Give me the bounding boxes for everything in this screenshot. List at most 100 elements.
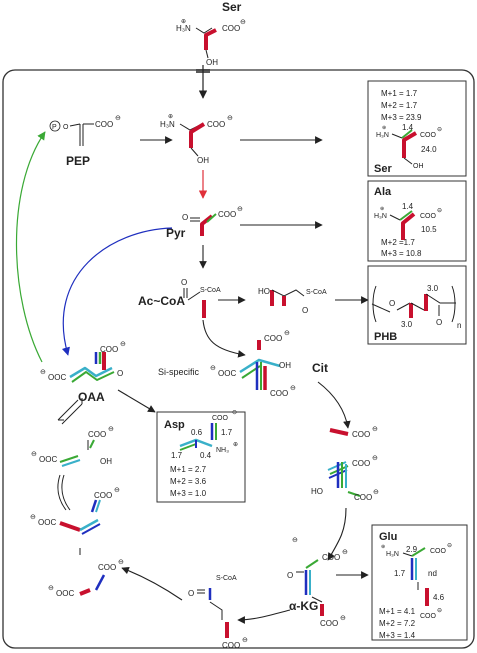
svg-text:OH: OH <box>206 58 218 67</box>
svg-text:OOC: OOC <box>56 589 74 598</box>
svg-text:O: O <box>181 278 187 287</box>
svg-text:COO: COO <box>430 548 447 555</box>
asp-box <box>156 411 246 503</box>
succinyl-coa-molecule: O S-CoA COO ⊖ <box>188 575 248 650</box>
svg-text:⊖: ⊖ <box>340 615 346 622</box>
svg-text:COO: COO <box>88 430 106 439</box>
svg-text:⊖: ⊖ <box>210 365 216 372</box>
ser-box-molecule: ⊕ H₃N COO ⊖ OH <box>376 125 442 170</box>
svg-text:COO: COO <box>420 213 437 220</box>
svg-text:⊖: ⊖ <box>242 637 248 644</box>
svg-text:COO: COO <box>218 210 236 219</box>
ala-box-title: Ala <box>374 186 392 198</box>
asp-c1: 0.6 <box>191 428 203 437</box>
label-si-specific: Si-specific <box>158 367 200 377</box>
ser-m1: M+1 = 1.7 <box>381 89 418 98</box>
oaa-to-pep-arrow <box>15 131 46 363</box>
svg-text:⊖: ⊖ <box>292 537 298 544</box>
svg-text:⊖: ⊖ <box>290 385 296 392</box>
asp-m1: M+1 = 2.7 <box>170 465 207 474</box>
svg-text:H₃N: H₃N <box>376 132 389 139</box>
label-akg: α-KG <box>289 599 318 613</box>
malate-molecule-lower: ⊖ OOC COO ⊖ <box>30 487 120 535</box>
acetoacetyl-molecule: HO O S-CoA <box>258 287 327 315</box>
glu-c3: nd <box>428 569 437 578</box>
ser-internal-molecule: ⊕ H₃N COO ⊖ OH <box>160 114 233 165</box>
pyr-molecule: O COO ⊖ <box>182 206 243 236</box>
ala-box <box>367 180 467 262</box>
svg-text:OOC: OOC <box>39 455 57 464</box>
ser-m3: M+3 = 23.9 <box>381 113 422 122</box>
malate-molecule-upper: ⊖ OOC COO ⊖ OH <box>31 426 114 467</box>
glu-m1: M+1 = 4.1 <box>379 607 416 616</box>
icit-to-akg-arrow <box>327 507 347 561</box>
svg-text:⊖: ⊖ <box>437 608 442 614</box>
svg-text:n: n <box>457 321 461 330</box>
ala-box-molecule: ⊕ H₃N COO ⊖ <box>374 206 442 240</box>
svg-text:COO: COO <box>222 641 240 650</box>
svg-text:⊖: ⊖ <box>31 451 37 458</box>
svg-text:H₃N: H₃N <box>374 213 387 220</box>
glu-c2: 1.7 <box>394 569 406 578</box>
glu-c1: 2.9 <box>406 545 418 554</box>
svg-text:COO: COO <box>95 120 113 129</box>
svg-text:O: O <box>302 306 308 315</box>
svg-text:⊖: ⊖ <box>120 341 126 348</box>
svg-text:NH₃: NH₃ <box>216 447 229 454</box>
reversible-arrows-oaa-malate <box>57 398 83 425</box>
ala-c2: 1.4 <box>402 202 414 211</box>
ala-c3: 10.5 <box>421 225 437 234</box>
isocitrate-molecule: COO ⊖ COO ⊖ HO COO ⊖ <box>311 426 379 502</box>
svg-text:O: O <box>63 124 69 131</box>
phb-v2: 3.0 <box>401 320 413 329</box>
ser-m2: M+2 = 1.7 <box>381 101 418 110</box>
cit-molecule: COO ⊖ ⊖ OOC OH COO ⊖ <box>210 330 296 398</box>
svg-text:O: O <box>287 571 293 580</box>
svg-text:OOC: OOC <box>48 373 66 382</box>
akg-to-succoa-arrow <box>237 609 291 624</box>
svg-text:OOC: OOC <box>218 369 236 378</box>
ser-box-title: Ser <box>374 163 392 175</box>
svg-text:⊖: ⊖ <box>437 208 442 214</box>
svg-text:COO: COO <box>100 345 118 354</box>
svg-text:⊖: ⊖ <box>237 206 243 213</box>
svg-text:O: O <box>117 369 123 378</box>
svg-text:⊖: ⊖ <box>118 559 124 566</box>
svg-text:OH: OH <box>279 361 291 370</box>
svg-text:COO: COO <box>352 430 370 439</box>
ser-box <box>367 80 467 177</box>
reversible-arrows-malate-malate <box>57 474 71 511</box>
akg-molecule: ⊖ COO ⊖ O COO ⊖ <box>287 537 348 628</box>
label-ser-top: Ser <box>222 0 242 14</box>
svg-text:O: O <box>389 299 395 308</box>
svg-text:COO: COO <box>270 389 288 398</box>
svg-text:COO: COO <box>420 613 437 620</box>
oaa-molecule: ⊖ OOC COO ⊖ O <box>40 341 126 383</box>
svg-text:COO: COO <box>212 415 229 422</box>
svg-text:⊖: ⊖ <box>437 127 442 133</box>
phb-polymer: O O n <box>371 285 461 330</box>
svg-text:OH: OH <box>413 163 424 170</box>
svg-text:COO: COO <box>98 563 116 572</box>
asp-m2: M+2 = 3.6 <box>170 477 207 486</box>
svg-text:⊖: ⊖ <box>227 115 233 122</box>
accoa-molecule: O S-CoA <box>181 278 221 318</box>
svg-text:⊖: ⊖ <box>447 543 452 549</box>
accoa-to-cit-arrow <box>202 319 246 358</box>
svg-text:⊕: ⊕ <box>380 206 384 212</box>
svg-text:⊕: ⊕ <box>233 442 238 448</box>
svg-text:OOC: OOC <box>38 518 56 527</box>
svg-text:⊖: ⊖ <box>30 514 36 521</box>
svg-text:⊖: ⊖ <box>372 455 378 462</box>
ser-external-molecule: ⊕ H₃N COO ⊖ OH <box>176 19 246 67</box>
asp-c2: 1.7 <box>221 428 233 437</box>
svg-text:HO: HO <box>311 487 323 496</box>
svg-text:COO: COO <box>264 334 282 343</box>
cell-boundary <box>2 69 475 649</box>
svg-text:⊖: ⊖ <box>232 410 237 416</box>
svg-text:⊕: ⊕ <box>168 114 173 120</box>
svg-text:COO: COO <box>320 619 338 628</box>
svg-text:COO: COO <box>354 493 372 502</box>
label-cit: Cit <box>312 361 328 375</box>
